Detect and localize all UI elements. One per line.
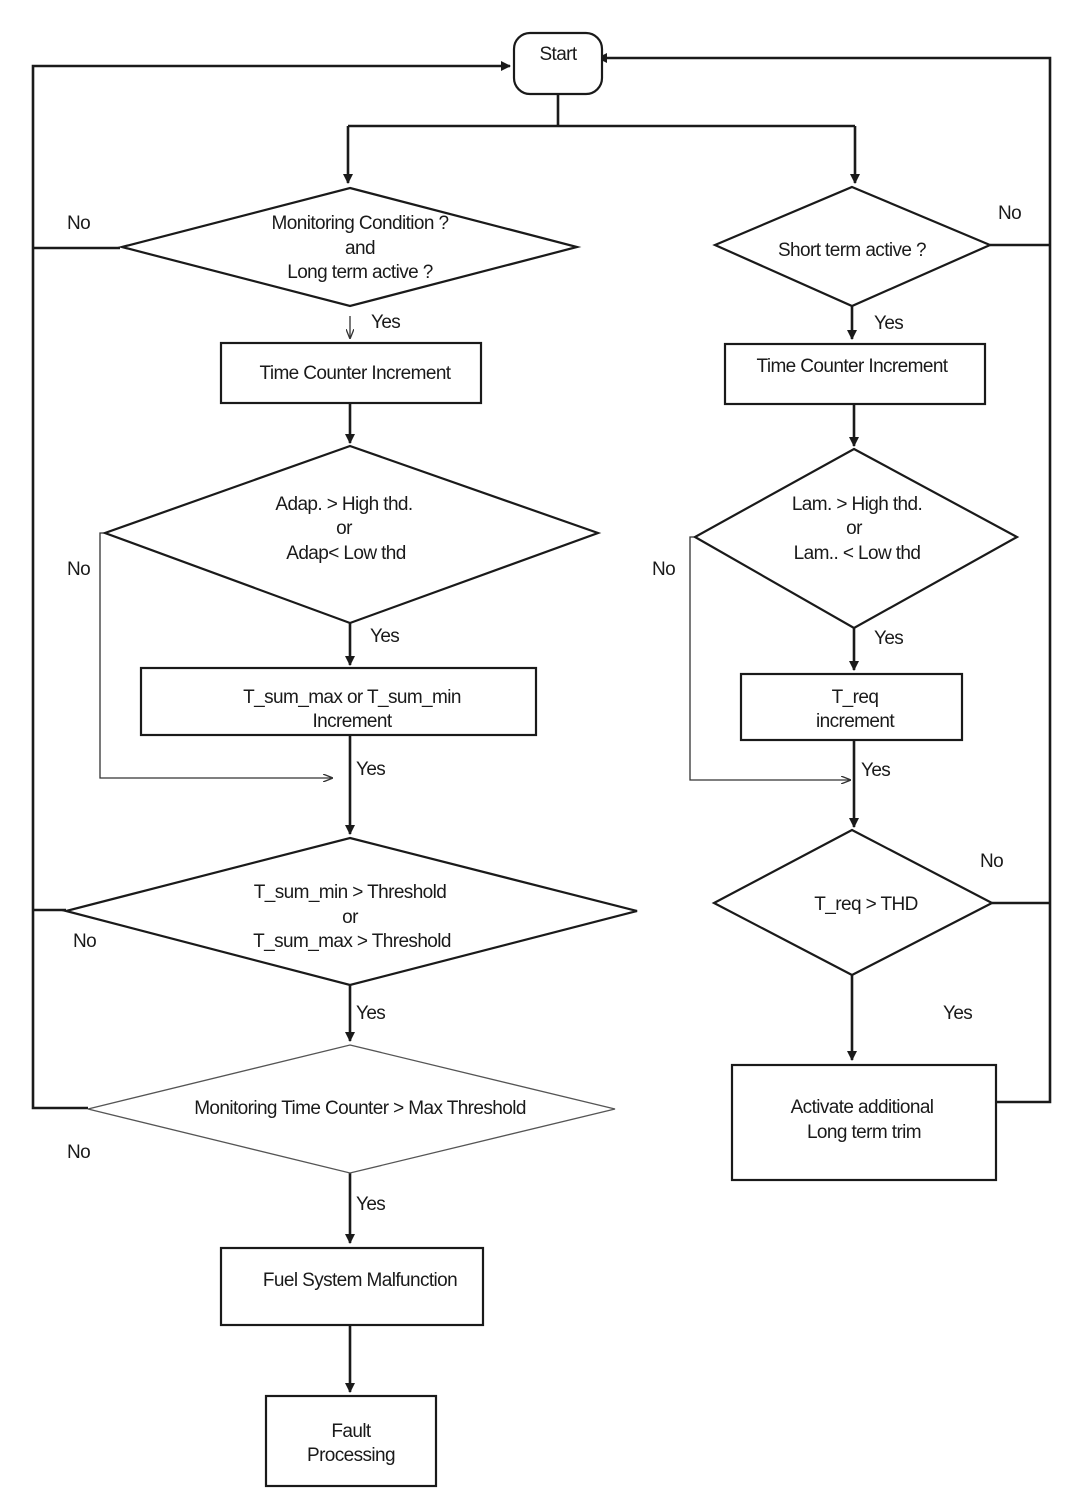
decision-shape bbox=[117, 186, 582, 308]
decision-line-3: Long term active ? bbox=[287, 262, 433, 283]
process-shape bbox=[139, 666, 538, 737]
decision-line-1: Adap. > High thd. bbox=[275, 494, 412, 515]
decision-shape bbox=[101, 444, 602, 625]
decision-line-3: Adap< Low thd bbox=[286, 543, 406, 564]
monitoring-condition-decision: Monitoring Condition ? and Long term act… bbox=[117, 186, 582, 308]
yes-label: Yes bbox=[874, 313, 903, 334]
short-term-decision: Short term active ? bbox=[712, 185, 993, 308]
no-label: No bbox=[67, 1142, 90, 1163]
yes-label: Yes bbox=[356, 1003, 385, 1024]
activate-trim-box: Activate additional Long term trim bbox=[730, 1063, 998, 1182]
tsum-threshold-decision: T_sum_min > Threshold or T_sum_max > Thr… bbox=[61, 836, 638, 987]
no-label: No bbox=[652, 559, 675, 580]
yes-label: Yes bbox=[874, 628, 903, 649]
decision-line-1: Monitoring Condition ? bbox=[272, 213, 449, 234]
process-line-2: Processing bbox=[307, 1445, 395, 1466]
yes-label: Yes bbox=[943, 1003, 972, 1024]
decision-line-2: and bbox=[345, 238, 375, 259]
tsum-increment-box: T_sum_max or T_sum_min Increment bbox=[139, 666, 538, 737]
treq-thd-decision: T_req > THD bbox=[711, 828, 995, 977]
decision-shape bbox=[87, 1044, 616, 1174]
fault-processing-box: Fault Processing bbox=[264, 1394, 438, 1488]
start-label: Start bbox=[539, 44, 577, 65]
decision-label: T_req > THD bbox=[814, 894, 917, 915]
process-shape bbox=[264, 1394, 438, 1488]
no-label: No bbox=[73, 931, 96, 952]
decision-line-2: or bbox=[846, 518, 863, 539]
decision-line-3: Lam.. < Low thd bbox=[794, 543, 921, 564]
branch-labels: No Yes No Yes Yes No Yes No Yes No Yes N… bbox=[67, 203, 1022, 1215]
decision-shape bbox=[61, 836, 638, 987]
process-shape bbox=[723, 342, 987, 406]
no-label: No bbox=[998, 203, 1021, 224]
right-time-counter-box: Time Counter Increment bbox=[723, 342, 987, 406]
fuel-malfunction-box: Fuel System Malfunction bbox=[219, 1246, 485, 1327]
yes-label: Yes bbox=[370, 626, 399, 647]
process-line-2: Long term trim bbox=[807, 1122, 921, 1143]
decision-line-1: Lam. > High thd. bbox=[792, 494, 922, 515]
decision-label: Monitoring Time Counter > Max Threshold bbox=[194, 1098, 526, 1119]
adap-decision: Adap. > High thd. or Adap< Low thd bbox=[101, 444, 602, 625]
decision-line-1: T_sum_min > Threshold bbox=[254, 882, 446, 903]
process-line-1: Activate additional bbox=[791, 1097, 934, 1118]
monitoring-time-decision: Monitoring Time Counter > Max Threshold bbox=[87, 1044, 616, 1174]
connectors bbox=[31, 58, 1052, 1393]
decision-shape bbox=[712, 185, 993, 308]
process-line-1: T_req bbox=[832, 687, 879, 708]
process-shape bbox=[219, 341, 483, 405]
process-line-1: T_sum_max or T_sum_min bbox=[243, 687, 461, 708]
connector-right-feedback bbox=[598, 58, 1052, 1104]
no-label: No bbox=[67, 213, 90, 234]
decision-shape bbox=[692, 447, 1020, 630]
process-line-1: Fault bbox=[331, 1421, 372, 1442]
start-node: Start bbox=[512, 31, 604, 96]
start-terminal bbox=[512, 31, 604, 96]
decision-shape bbox=[711, 828, 995, 977]
yes-label: Yes bbox=[356, 759, 385, 780]
yes-label: Yes bbox=[861, 760, 890, 781]
process-shape bbox=[739, 672, 964, 742]
decision-line-2: or bbox=[336, 518, 353, 539]
process-label: Fuel System Malfunction bbox=[263, 1270, 457, 1291]
process-line-2: Increment bbox=[312, 711, 392, 732]
process-shape bbox=[219, 1246, 485, 1327]
decision-label: Short term active ? bbox=[778, 240, 926, 261]
connector-start-split bbox=[348, 94, 855, 128]
process-label: Time Counter Increment bbox=[757, 356, 949, 377]
lam-decision: Lam. > High thd. or Lam.. < Low thd bbox=[692, 447, 1020, 630]
decision-line-2: or bbox=[342, 907, 359, 928]
connector-lam-no bbox=[689, 536, 850, 780]
no-label: No bbox=[67, 559, 90, 580]
yes-label: Yes bbox=[371, 312, 400, 333]
process-line-2: increment bbox=[816, 711, 895, 732]
process-label: Time Counter Increment bbox=[260, 363, 452, 384]
decision-line-3: T_sum_max > Threshold bbox=[253, 931, 451, 952]
left-time-counter-box: Time Counter Increment bbox=[219, 341, 483, 405]
connector-left-feedback bbox=[31, 66, 510, 1110]
treq-increment-box: T_req increment bbox=[739, 672, 964, 742]
process-shape bbox=[730, 1063, 998, 1182]
no-label: No bbox=[980, 851, 1003, 872]
yes-label: Yes bbox=[356, 1194, 385, 1215]
